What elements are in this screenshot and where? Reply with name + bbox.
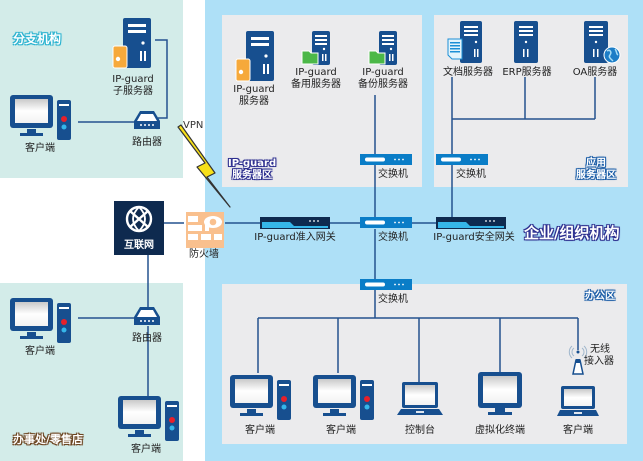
ipguard-zone-label: IP-guard 服务器区	[228, 158, 276, 182]
ipguard-backup-line1: IP-guard	[362, 67, 404, 78]
office-device-2-label: 客户端	[326, 425, 356, 436]
firewall-label: 防火墙	[189, 249, 219, 260]
vpn-label: VPN	[183, 120, 204, 131]
branch-subserver-label: IP-guard 子服务器	[103, 74, 163, 98]
retail-client-1-label: 客户端	[25, 346, 55, 357]
branch-client-label: 客户端	[25, 143, 55, 154]
branch-subserver-line2: 子服务器	[113, 86, 153, 97]
ipguard-standby-server-label: IP-guard 备用服务器	[286, 67, 346, 91]
laptop-icon	[557, 386, 599, 416]
branch-zone-label: 分支机构	[13, 32, 62, 46]
router-icon	[134, 111, 160, 129]
internet-label: 互联网	[124, 240, 154, 251]
desktop-icon	[118, 396, 179, 441]
ipguard-standby-line1: IP-guard	[295, 67, 337, 78]
office-device-4-label: 虚拟化终端	[475, 425, 525, 436]
router-icon	[134, 307, 160, 325]
internet-node	[114, 201, 164, 255]
enterprise-zone-label: 企业/组织机构	[524, 224, 620, 242]
ipguard-backup-server-label: IP-guard 备份服务器	[353, 67, 413, 91]
server-icon	[301, 31, 330, 65]
app-zone-label-line2: 服务器区	[576, 170, 616, 181]
office-zone-label: 办公区	[585, 291, 615, 302]
office-switch-label: 交换机	[378, 294, 408, 305]
ipguard-zone-label-line2: 服务器区	[232, 170, 273, 181]
security-gateway-icon	[436, 217, 506, 229]
core-switch-label: 交换机	[378, 232, 408, 243]
access-gateway-icon	[260, 217, 330, 229]
branch-zone	[0, 0, 183, 178]
document-server-icon	[447, 21, 482, 63]
server-icon	[514, 21, 538, 63]
office-retail-zone-label: 办事处/零售店	[13, 433, 84, 446]
security-gateway-label: IP-guard安全网关	[433, 232, 515, 243]
document-server-label: 文档服务器	[443, 67, 493, 78]
oa-server-label: OA服务器	[572, 67, 618, 78]
erp-server-label: ERP服务器	[502, 67, 552, 78]
ipguard-server-label: IP-guard 服务器	[228, 84, 280, 108]
line-subserver-router	[155, 39, 168, 119]
office-device-3-label: 控制台	[405, 425, 435, 436]
ipguard-zone-label-line1: IP-guard	[228, 158, 277, 169]
server-icon	[235, 31, 274, 82]
wireless-ap-label: 无线 接入器	[584, 344, 614, 368]
access-gateway-label: IP-guard准入网关	[254, 232, 336, 243]
retail-router-label: 路由器	[132, 333, 162, 344]
globe-icon	[125, 205, 153, 233]
firewall-icon	[186, 212, 224, 248]
server-icon	[112, 18, 151, 69]
desktop-icon	[10, 95, 71, 140]
desktop-icon	[230, 375, 291, 420]
branch-subserver-line1: IP-guard	[112, 74, 154, 85]
wireless-ap-line2: 接入器	[584, 356, 614, 367]
branch-router-label: 路由器	[132, 137, 162, 148]
ipguard-standby-line2: 备用服务器	[291, 79, 341, 90]
office-device-5-label: 客户端	[563, 425, 593, 436]
ipguard-server-line1: IP-guard	[233, 84, 275, 95]
laptop-icon	[397, 382, 443, 415]
globe-server-icon	[584, 21, 621, 64]
ipguard-zone-switch-label: 交换机	[378, 169, 408, 180]
lightning-icon	[177, 124, 231, 208]
retail-client-2-label: 客户端	[131, 444, 161, 455]
ipguard-backup-line2: 备份服务器	[358, 79, 408, 90]
switch-icon	[360, 154, 412, 165]
app-zone-label: 应用 服务器区	[576, 158, 616, 182]
desktop-icon	[10, 298, 71, 343]
monitor-icon	[478, 372, 522, 415]
app-zone-label-line1: 应用	[586, 158, 606, 169]
app-zone-switch-label: 交换机	[456, 169, 486, 180]
wireless-ap-icon	[568, 345, 588, 375]
desktop-icon	[313, 375, 374, 420]
switch-icon	[360, 217, 412, 228]
office-device-1-label: 客户端	[245, 425, 275, 436]
switch-icon	[360, 279, 412, 290]
server-icon	[368, 31, 397, 65]
switch-icon	[436, 154, 488, 165]
wireless-ap-line1: 无线	[590, 344, 610, 355]
ipguard-server-line2: 服务器	[239, 96, 269, 107]
